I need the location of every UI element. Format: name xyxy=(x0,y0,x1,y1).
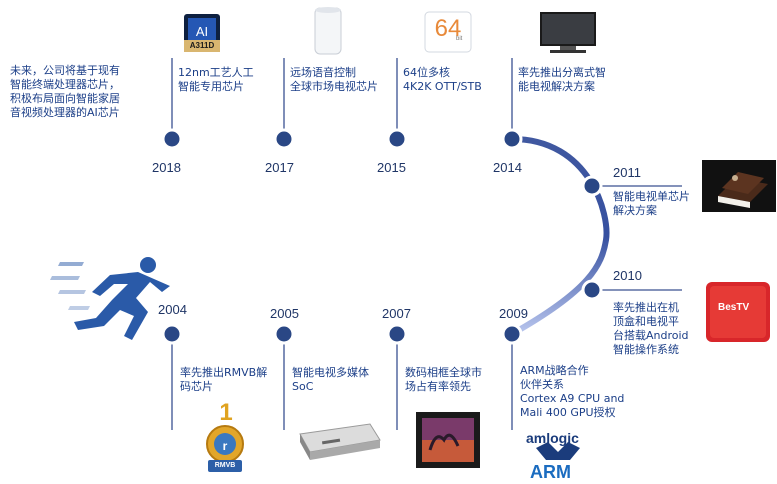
milestone-line: 台搭载Android xyxy=(613,329,689,342)
node-2010 xyxy=(581,279,603,301)
runner-icon xyxy=(50,257,170,340)
milestone-line: 顶盒和电视平 xyxy=(613,315,679,328)
milestone-line: 码芯片 xyxy=(180,380,213,393)
node-2017 xyxy=(273,128,295,150)
milestone-line: 场占有率领先 xyxy=(405,380,471,393)
node-2018 xyxy=(161,128,183,150)
smart-speaker-icon xyxy=(314,7,342,55)
node-2011 xyxy=(581,175,603,197)
year-2018: 2018 xyxy=(152,160,181,175)
milestone-2011-text: 智能电视单芯片 解决方案 xyxy=(613,190,690,218)
milestone-line: 12nm工艺人工 xyxy=(178,66,254,79)
milestone-line: 解决方案 xyxy=(613,204,657,217)
milestone-line: SoC xyxy=(292,380,314,393)
node-2007 xyxy=(386,323,408,345)
milestone-line: 4K2K OTT/STB xyxy=(403,80,482,93)
node-2005 xyxy=(273,323,295,345)
dvd-player-icon xyxy=(299,423,381,460)
intro-line: 智能终端处理器芯片， xyxy=(10,78,120,91)
year-2014: 2014 xyxy=(493,160,522,175)
year-2011: 2011 xyxy=(613,165,641,180)
milestone-line: 智能专用芯片 xyxy=(178,80,244,93)
node-2004 xyxy=(161,323,183,345)
year-2010: 2010 xyxy=(613,268,642,283)
node-2015 xyxy=(386,128,408,150)
intro-text: 未来，公司将基于现有 智能终端处理器芯片， 积极布局面向智能家居 音视频处理器的… xyxy=(10,64,150,120)
year-2005: 2005 xyxy=(270,306,299,321)
milestone-line: 能电视解决方案 xyxy=(518,80,595,93)
milestone-2010-text: 率先推出在机 顶盒和电视平 台搭载Android 智能操作系统 xyxy=(613,301,689,357)
milestone-line: ARM战略合作 xyxy=(520,364,589,377)
64bit-number: 64 xyxy=(434,15,462,42)
year-2015: 2015 xyxy=(377,160,406,175)
milestone-line: 64位多核 xyxy=(403,66,450,79)
milestone-2004-text: 率先推出RMVB解 码芯片 xyxy=(180,366,267,394)
svg-text:AI: AI xyxy=(196,24,208,39)
amlogic-arm-logo xyxy=(536,442,580,460)
node-2009 xyxy=(501,323,523,345)
intro-line: 音视频处理器的AI芯片 xyxy=(10,106,120,119)
milestone-2009-text: ARM战略合作 伙伴关系 Cortex A9 CPU and Mali 400 … xyxy=(520,364,624,420)
year-2009: 2009 xyxy=(499,306,528,321)
milestone-line: 智能电视多媒体 xyxy=(292,366,369,379)
rmvb-label: RMVB xyxy=(214,462,236,469)
milestone-line: Mali 400 GPU授权 xyxy=(520,406,616,419)
milestone-line: 率先推出分离式智 xyxy=(518,66,606,79)
64bit-icon xyxy=(424,11,472,53)
intro-line: 未来，公司将基于现有 xyxy=(10,64,120,77)
64bit-suffix: bit xyxy=(456,36,463,42)
amlogic-logo-text: amlogic xyxy=(526,430,579,446)
year-2007: 2007 xyxy=(382,306,411,321)
milestone-line: 远场语音控制 xyxy=(290,66,356,79)
photo-frame-icon xyxy=(416,412,480,468)
arm-logo-text: ARM xyxy=(530,462,571,482)
milestone-line: 全球市场电视芯片 xyxy=(290,80,378,93)
milestone-line: 智能操作系统 xyxy=(613,343,679,356)
milestone-line: 率先推出在机 xyxy=(613,301,679,314)
year-2004: 2004 xyxy=(158,302,187,317)
milestone-line: Cortex A9 CPU and xyxy=(520,392,625,405)
bestv-logo-text: BesTV xyxy=(718,302,750,313)
ice-cream-sandwich-icon xyxy=(702,160,776,212)
flat-tv-icon xyxy=(540,12,596,53)
milestone-2007-text: 数码相框全球市 场占有率领先 xyxy=(405,366,482,394)
timeline-curve xyxy=(510,136,610,337)
svg-text:r: r xyxy=(223,439,228,453)
a311d-chip-icon: AI xyxy=(184,14,220,52)
svg-text:1: 1 xyxy=(219,399,232,426)
milestone-line: 智能电视单芯片 xyxy=(613,190,690,203)
milestone-line: 数码相框全球市 xyxy=(405,366,482,379)
milestone-2018-text: 12nm工艺人工 智能专用芯片 xyxy=(178,66,254,94)
milestone-2005-text: 智能电视多媒体 SoC xyxy=(292,366,369,394)
milestone-2014-text: 率先推出分离式智 能电视解决方案 xyxy=(518,66,606,94)
milestone-line: 伙伴关系 xyxy=(520,378,564,391)
milestone-line: 率先推出RMVB解 xyxy=(180,366,268,379)
milestone-2015-text: 64位多核 4K2K OTT/STB xyxy=(403,66,482,94)
milestone-2017-text: 远场语音控制 全球市场电视芯片 xyxy=(290,66,378,94)
a311d-label: A311D xyxy=(189,41,215,50)
node-2014 xyxy=(501,128,523,150)
red-tv-box-icon xyxy=(706,282,770,342)
year-2017: 2017 xyxy=(265,160,294,175)
intro-line: 积极布局面向智能家居 xyxy=(10,92,120,105)
rmvb-medal-icon: 1 r xyxy=(206,399,244,472)
